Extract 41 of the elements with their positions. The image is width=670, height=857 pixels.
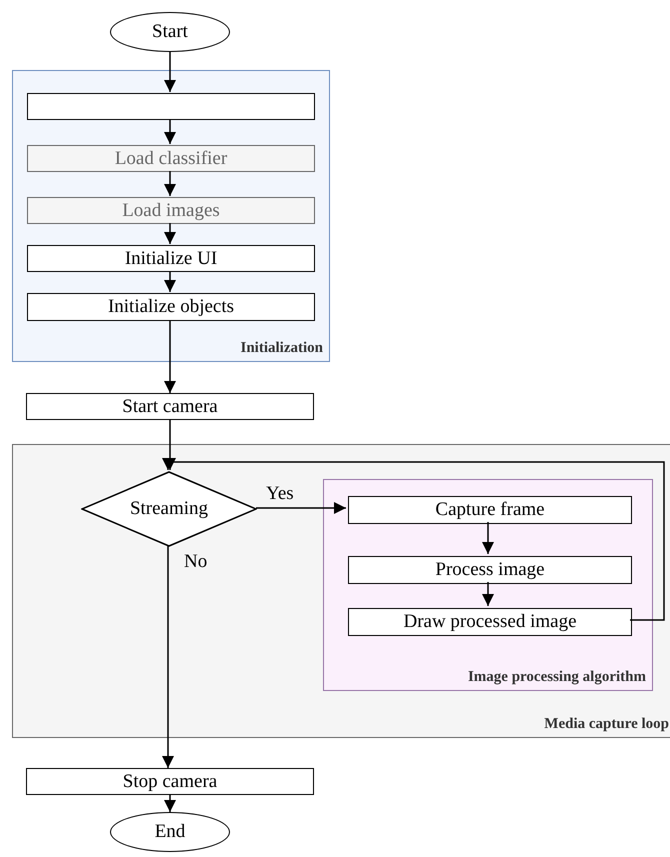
node-text: Load classifier xyxy=(114,148,228,170)
process-box xyxy=(26,768,314,795)
arrow xyxy=(164,271,176,292)
process-box xyxy=(26,393,314,420)
arrow xyxy=(256,502,346,514)
node-text: End xyxy=(154,821,186,843)
group-label: Initialization xyxy=(240,340,323,357)
process-box xyxy=(348,608,632,636)
arrow xyxy=(482,582,494,606)
decision-diamond xyxy=(81,471,257,547)
node-text: Initialize objects xyxy=(108,296,234,318)
node-text: Process image xyxy=(435,559,545,581)
arrow xyxy=(164,320,176,393)
process-box xyxy=(27,145,315,172)
node-text: Streaming xyxy=(130,498,208,520)
node-text: Draw processed image xyxy=(403,611,577,633)
group-label: Media capture loop xyxy=(544,716,669,733)
node-text: Initialize UI xyxy=(124,248,218,270)
node-text: Capture frame xyxy=(435,499,545,521)
node-text: Start xyxy=(152,21,188,43)
arrow xyxy=(162,546,174,768)
process-box xyxy=(348,496,632,524)
node-text: Start camera xyxy=(122,396,218,418)
group-container xyxy=(12,70,330,362)
arrow xyxy=(482,522,494,554)
arrow xyxy=(162,458,665,621)
group-container xyxy=(323,479,653,691)
node-text: Load images xyxy=(122,200,220,222)
arrow xyxy=(164,223,176,244)
group-container xyxy=(12,444,670,738)
arrow xyxy=(164,171,176,196)
node-text: Stop camera xyxy=(122,770,218,792)
group-label: Image processing algorithm xyxy=(468,669,646,686)
arrow xyxy=(164,119,176,144)
arrow xyxy=(164,52,176,92)
process-box xyxy=(27,93,315,120)
arrow xyxy=(164,795,176,812)
process-box xyxy=(348,556,632,584)
process-box xyxy=(27,245,315,272)
process-box xyxy=(27,197,315,224)
process-box xyxy=(27,293,315,321)
